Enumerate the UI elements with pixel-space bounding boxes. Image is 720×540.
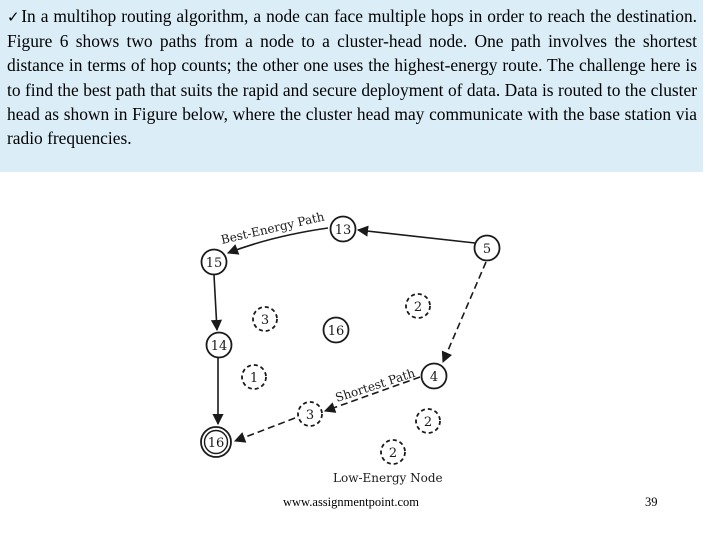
node-13: 13 <box>329 215 357 243</box>
low-energy-node-2-top: 2 <box>405 293 431 319</box>
description-paragraph: ✓In a multihop routing algorithm, a node… <box>7 4 697 150</box>
node-14-label: 14 <box>211 339 228 354</box>
node-4: 4 <box>420 362 448 390</box>
node-1-label: 1 <box>250 371 258 386</box>
low-energy-node-2-bottom: 2 <box>380 439 406 465</box>
edge-5-to-4 <box>441 261 487 364</box>
best-energy-path-label: Best-Energy Path <box>220 209 326 247</box>
shortest-path-label: Shortest Path <box>334 366 417 405</box>
page-number: 39 <box>645 495 658 509</box>
description-text: In a multihop routing algorithm, a node … <box>7 6 697 149</box>
low-energy-node-3-left: 3 <box>252 306 278 332</box>
node-4-label: 4 <box>430 370 438 385</box>
low-energy-node-1: 1 <box>241 364 267 390</box>
description-text-box: ✓In a multihop routing algorithm, a node… <box>0 0 703 172</box>
node-15-label: 15 <box>206 256 223 271</box>
checkmark-bullet-icon: ✓ <box>7 8 21 26</box>
node-2-right-label: 2 <box>424 415 432 430</box>
node-5-label: 5 <box>483 242 491 257</box>
node-13-label: 13 <box>335 223 352 238</box>
cluster-head-node-16: 16 <box>200 426 232 458</box>
node-16-center-label: 16 <box>328 324 345 339</box>
node-2-bottom-label: 2 <box>389 446 397 461</box>
edge-4-to-3 <box>323 376 421 413</box>
node-5: 5 <box>473 234 501 262</box>
low-energy-node-label: Low-Energy Node <box>333 471 443 485</box>
node-16-center: 16 <box>322 316 350 344</box>
node-3-mid-label: 3 <box>306 408 314 423</box>
edge-5-to-13 <box>356 225 476 244</box>
footer-url: www.assignmentpoint.com <box>283 495 419 509</box>
cluster-head-label: 16 <box>208 436 225 451</box>
edge-3-to-16 <box>233 417 296 443</box>
edge-15-to-14 <box>210 274 223 332</box>
node-3-left-label: 3 <box>261 313 269 328</box>
low-energy-node-2-right: 2 <box>415 408 441 434</box>
low-energy-node-3-mid: 3 <box>297 401 323 427</box>
node-15: 15 <box>200 248 228 276</box>
node-14: 14 <box>205 331 233 359</box>
node-2-top-label: 2 <box>414 300 422 315</box>
edge-13-to-15 <box>226 227 329 255</box>
